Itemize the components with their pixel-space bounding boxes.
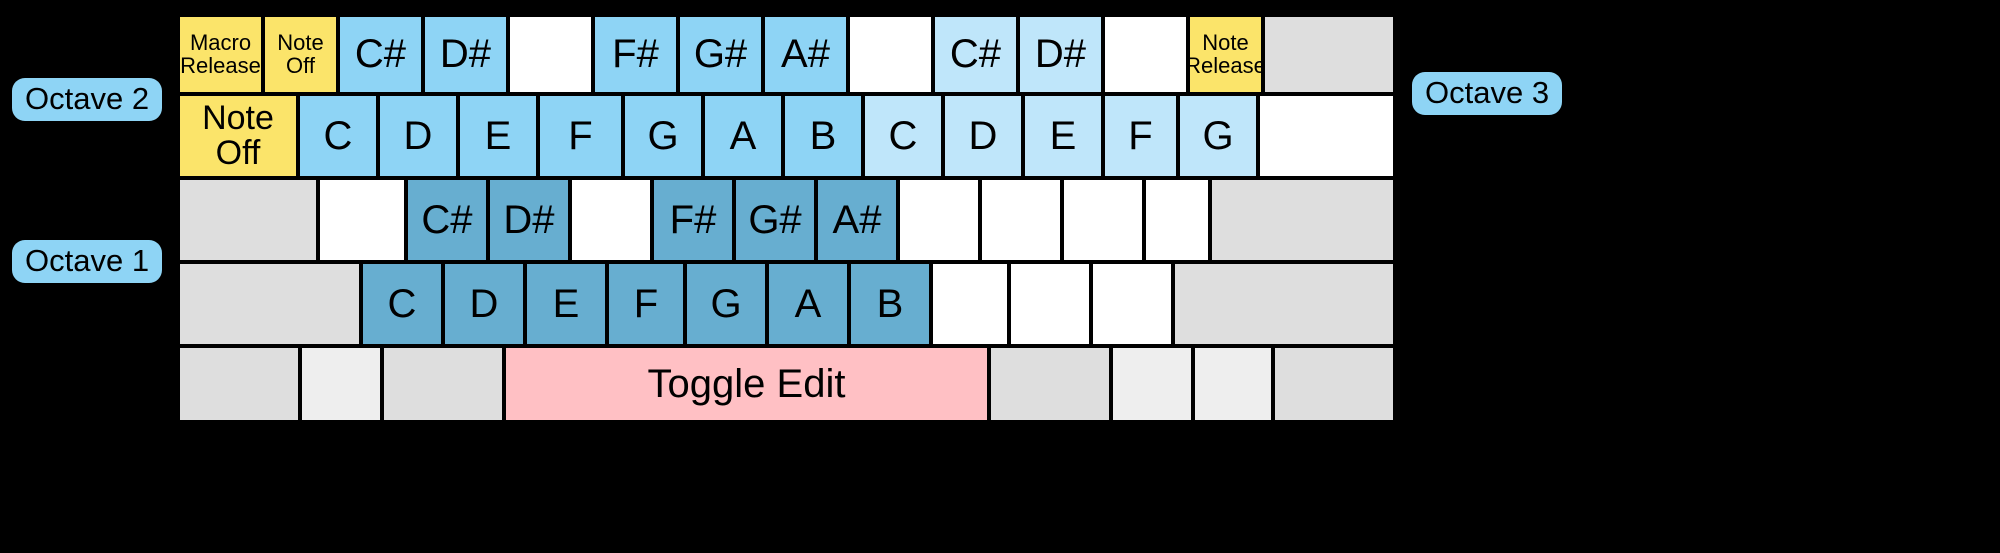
key-blank-r3-c10[interactable] <box>1091 262 1173 346</box>
key-f[interactable]: F <box>607 262 685 346</box>
octave-2-label: Octave 2 <box>12 78 163 121</box>
key-blank-r2-c12 <box>1210 178 1395 262</box>
key-blank-r2-c9[interactable] <box>980 178 1062 262</box>
key-blank-r2-c8[interactable] <box>898 178 980 262</box>
key-fsharp[interactable]: F# <box>652 178 734 262</box>
key-note-release[interactable]: Note Release <box>1188 15 1263 94</box>
key-g[interactable]: G <box>623 94 703 178</box>
key-blank-r2-c11[interactable] <box>1144 178 1210 262</box>
key-blank-r4-c0 <box>178 346 300 422</box>
key-f[interactable]: F <box>1103 94 1178 178</box>
key-blank-r2-c0 <box>178 178 318 262</box>
key-g[interactable]: G <box>1178 94 1258 178</box>
key-dsharp[interactable]: D# <box>488 178 570 262</box>
row-modifiers: Toggle Edit <box>178 346 1395 422</box>
key-c[interactable]: C <box>298 94 378 178</box>
key-dsharp[interactable]: D# <box>1018 15 1103 94</box>
key-d[interactable]: D <box>378 94 458 178</box>
key-g[interactable]: G <box>685 262 767 346</box>
key-blank-r4-c1 <box>300 346 382 422</box>
key-blank-r0-c8[interactable] <box>848 15 933 94</box>
key-asharp[interactable]: A# <box>816 178 898 262</box>
key-blank-r4-c2 <box>382 346 504 422</box>
key-csharp[interactable]: C# <box>338 15 423 94</box>
key-e[interactable]: E <box>525 262 607 346</box>
key-blank-r3-c0 <box>178 262 361 346</box>
key-blank-r3-c8[interactable] <box>931 262 1009 346</box>
key-blank-r4-c5 <box>1111 346 1193 422</box>
key-a[interactable]: A <box>767 262 849 346</box>
key-blank-r3-c11 <box>1173 262 1395 346</box>
key-fsharp[interactable]: F# <box>593 15 678 94</box>
key-b[interactable]: B <box>849 262 931 346</box>
key-a[interactable]: A <box>703 94 783 178</box>
row-asdf: C#D# F#G#A# <box>178 178 1395 262</box>
key-blank-r2-c4[interactable] <box>570 178 652 262</box>
key-macro-release[interactable]: Macro Release <box>178 15 263 94</box>
key-e[interactable]: E <box>1023 94 1103 178</box>
key-blank-r2-c10[interactable] <box>1062 178 1144 262</box>
octave-3-label: Octave 3 <box>1412 72 1563 115</box>
key-note-off[interactable]: Note Off <box>178 94 298 178</box>
key-dsharp[interactable]: D# <box>423 15 508 94</box>
key-gsharp[interactable]: G# <box>734 178 816 262</box>
key-blank-r4-c6 <box>1193 346 1273 422</box>
key-csharp[interactable]: C# <box>933 15 1018 94</box>
key-toggle-edit[interactable]: Toggle Edit <box>504 346 989 422</box>
key-d[interactable]: D <box>443 262 525 346</box>
key-blank-r0-c11[interactable] <box>1103 15 1188 94</box>
key-blank-r0-c13 <box>1263 15 1395 94</box>
key-blank-r0-c4[interactable] <box>508 15 593 94</box>
key-blank-r2-c1[interactable] <box>318 178 406 262</box>
key-note-off[interactable]: Note Off <box>263 15 338 94</box>
key-asharp[interactable]: A# <box>763 15 848 94</box>
key-c[interactable]: C <box>361 262 443 346</box>
key-c[interactable]: C <box>863 94 943 178</box>
key-csharp[interactable]: C# <box>406 178 488 262</box>
key-f[interactable]: F <box>538 94 623 178</box>
octave-1-label: Octave 1 <box>12 240 163 283</box>
key-blank-r4-c7 <box>1273 346 1395 422</box>
key-d[interactable]: D <box>943 94 1023 178</box>
key-e[interactable]: E <box>458 94 538 178</box>
key-blank-r3-c9[interactable] <box>1009 262 1091 346</box>
key-blank-r4-c4 <box>989 346 1111 422</box>
key-gsharp[interactable]: G# <box>678 15 763 94</box>
key-blank-r1-c13 <box>1258 94 1395 178</box>
key-b[interactable]: B <box>783 94 863 178</box>
